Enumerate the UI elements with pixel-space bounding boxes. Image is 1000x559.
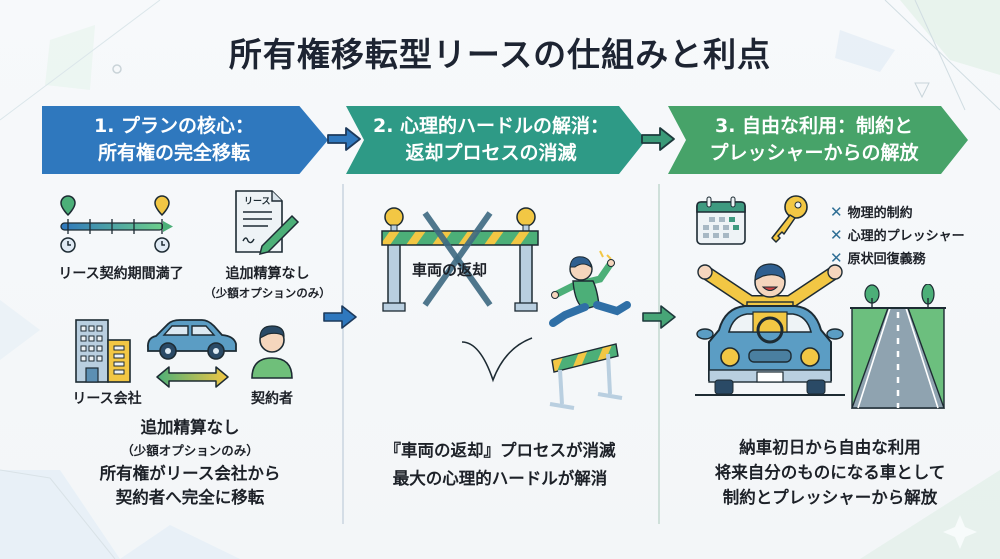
step-1-desc-line1: 追加精算なし [140,418,240,437]
step-1-banner: 1. プランの核心： 所有権の完全移転 [42,106,328,174]
constraint-item: ✕ 心理的プレッシャー [830,223,965,246]
step-3-desc-line1: 納車初日から自由な利用 [739,438,921,457]
step-3-desc-line3: 制約とプレッシャーから解放 [722,488,938,507]
column-divider [342,184,344,524]
timeline-icon [60,195,173,253]
step-1-desc-line4: 契約者へ完全に移転 [115,488,265,507]
motion-trail-icon [461,337,533,383]
arrow-right-icon [323,305,357,329]
step-3-description: 納車初日から自由な利用 将来自分のものになる車として 制約とプレッシャーから解放 [675,435,985,510]
constraint-label: 物理的制約 [847,206,913,221]
step-3-desc-line2: 将来自分のものになる車として [714,463,946,482]
step-3-banner: 3. 自由な利用：制約と プレッシャーからの解放 [668,106,968,174]
road-icon [850,284,946,409]
jumping-person-icon [549,250,631,327]
constraint-label: 心理的プレッシャー [847,229,965,244]
person-icon [251,325,293,379]
document-label: 追加精算なし [225,266,310,282]
step-2-desc-line2: 最大の心理的ハードルが解消 [392,469,608,488]
arrow-right-icon [327,127,361,151]
cross-icon: ✕ [830,225,843,244]
constraint-label: 原状回復義務 [847,252,926,267]
two-way-arrow-icon [156,366,229,388]
step-3-banner-line2: プレッシャーからの解放 [709,142,919,164]
step-1-desc-line2: （少額オプションのみ） [121,443,259,458]
happy-driver-icon [695,263,845,396]
step-1-banner-line2: 所有権の完全移転 [97,142,250,164]
cross-icon: ✕ [830,202,843,221]
step-1-description: 追加精算なし （少額オプションのみ） 所有権がリース会社から 契約者へ完全に移転 [40,416,340,510]
step-1-banner-line1: 1. プランの核心： [93,115,255,137]
arrow-right-icon [642,305,676,329]
step-2-banner-line1: 2. 心理的ハードルの解消： [372,115,610,137]
step-2-banner-line2: 返却プロセスの消滅 [405,142,577,164]
building-label: リース会社 [72,391,142,407]
arrow-right-icon [641,127,675,151]
person-label: 契約者 [251,391,293,407]
document-sublabel: （少額オプションのみ） [204,286,331,300]
step-3-banner-line1: 3. 自由な利用：制約と [714,115,914,137]
step-1-desc-line3: 所有権がリース会社から [99,464,281,483]
cross-icon: ✕ [830,248,843,267]
car-icon [147,319,237,360]
hurdle-icon [549,343,623,410]
calendar-icon [696,196,746,245]
lease-document-icon: リース [235,190,300,256]
constraint-item: ✕ 物理的制約 [830,200,965,223]
column-divider [658,184,660,524]
constraint-item: ✕ 原状回復義務 [830,246,965,269]
document-title: リース [244,196,271,207]
step-2-desc-line1: 『車両の返却』プロセスが消滅 [384,441,616,460]
key-icon [771,195,808,243]
building-icon [75,319,131,383]
removed-constraints-list: ✕ 物理的制約 ✕ 心理的プレッシャー ✕ 原状回復義務 [830,200,965,269]
page-title: 所有権移転型リースの仕組みと利点 [228,35,772,74]
barrier-label: 車両の返却 [412,261,488,279]
step-2-description: 『車両の返却』プロセスが消滅 最大の心理的ハードルが解消 [350,437,650,493]
timeline-label: リース契約期間満了 [58,266,184,282]
barrier-crossed-icon [381,207,539,312]
step-2-banner: 2. 心理的ハードルの解消： 返却プロセスの消滅 [346,106,646,174]
